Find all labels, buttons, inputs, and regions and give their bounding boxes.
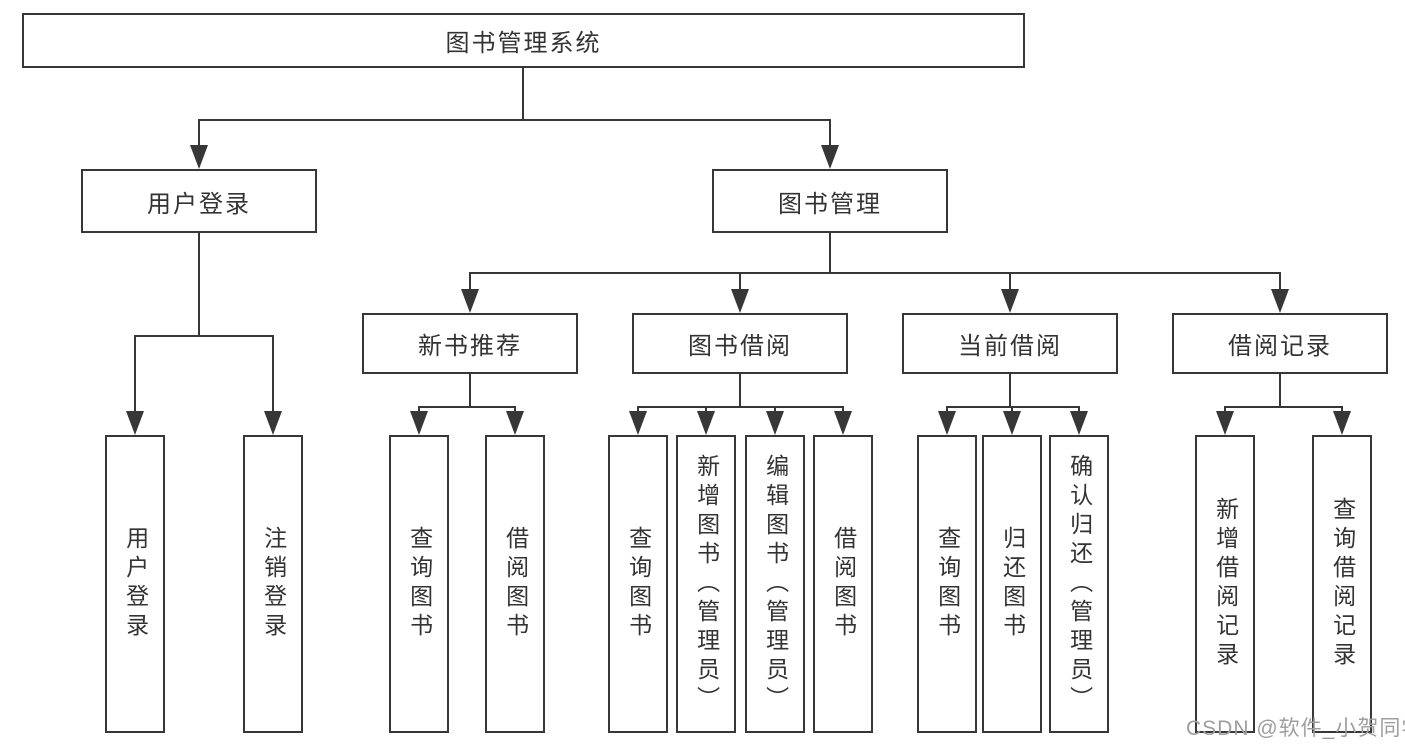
leaf-current-return-books: 归还图书	[982, 435, 1042, 733]
connector-user-login-horizontal	[134, 335, 274, 337]
connector-group-horizontal	[946, 406, 1080, 408]
leaf-label: 查询图书	[625, 526, 652, 642]
connector-group-horizontal	[418, 406, 516, 408]
leaf-borrowing-borrow-books: 借阅图书	[813, 435, 873, 733]
arrow-down-icon	[1333, 411, 1351, 435]
node-label: 新书推荐	[418, 333, 522, 360]
node-label: 图书管理系统	[445, 30, 602, 57]
arrow-down-icon	[506, 411, 524, 435]
node-book-borrowing: 图书借阅	[632, 313, 848, 374]
arrow-down-icon	[190, 145, 208, 169]
connector-stub	[705, 406, 707, 415]
leaf-label: 编辑图书（管理员）	[762, 453, 789, 715]
leaf-label: 查询图书	[406, 526, 433, 642]
node-label: 图书借阅	[688, 333, 792, 360]
connector-group-horizontal	[637, 406, 844, 408]
connector-stub	[1279, 374, 1281, 406]
connector-stub	[469, 374, 471, 406]
leaf-recommend-borrow-books: 借阅图书	[485, 435, 545, 733]
connector-root-vertical	[522, 68, 524, 119]
arrow-down-icon	[1271, 289, 1289, 313]
arrow-down-icon	[731, 289, 749, 313]
connector-stub	[134, 335, 136, 415]
connector-stub	[514, 406, 516, 415]
node-borrowing-records: 借阅记录	[1172, 313, 1388, 374]
arrow-down-icon	[264, 411, 282, 435]
leaf-label: 新增图书（管理员）	[693, 453, 720, 715]
leaf-label: 借阅图书	[502, 526, 529, 642]
arrow-down-icon	[1001, 289, 1019, 313]
connector-group-horizontal	[1224, 406, 1343, 408]
node-book-management: 图书管理	[712, 169, 948, 233]
connector-stub	[1011, 406, 1013, 415]
arrow-down-icon	[834, 411, 852, 435]
connector-user-login-vertical	[198, 233, 200, 335]
connector-stub	[469, 272, 471, 293]
leaf-records-query-borrow-record: 查询借阅记录	[1312, 435, 1372, 733]
connector-stub	[1009, 272, 1011, 293]
connector-stub	[1279, 272, 1281, 293]
connector-stub	[1341, 406, 1343, 415]
leaf-logout: 注销登录	[243, 435, 303, 733]
connector-stub	[637, 406, 639, 415]
node-user-login: 用户登录	[81, 169, 317, 233]
connector-stub	[829, 119, 831, 149]
arrow-down-icon	[1216, 411, 1234, 435]
leaf-records-add-borrow-record: 新增借阅记录	[1195, 435, 1255, 733]
leaf-current-query-books: 查询图书	[917, 435, 977, 733]
arrow-down-icon	[410, 411, 428, 435]
node-new-book-recommendation: 新书推荐	[362, 313, 578, 374]
node-label: 借阅记录	[1228, 333, 1332, 360]
arrow-down-icon	[1070, 411, 1088, 435]
arrow-down-icon	[1003, 411, 1021, 435]
leaf-label: 归还图书	[999, 526, 1026, 642]
leaf-borrowing-edit-books-admin: 编辑图书（管理员）	[745, 435, 805, 733]
node-current-borrowing: 当前借阅	[902, 313, 1118, 374]
arrow-down-icon	[461, 289, 479, 313]
connector-stub	[1078, 406, 1080, 415]
leaf-user-login: 用户登录	[105, 435, 165, 733]
connector-stub	[842, 406, 844, 415]
leaf-label: 确认归还（管理员）	[1066, 453, 1093, 715]
connector-stub	[739, 272, 741, 293]
node-label: 图书管理	[778, 190, 882, 218]
leaf-label: 查询借阅记录	[1329, 497, 1356, 671]
connector-level2-horizontal	[469, 272, 1281, 274]
connector-stub	[1009, 374, 1011, 406]
leaf-recommend-query-books: 查询图书	[389, 435, 449, 733]
leaf-current-confirm-return-admin: 确认归还（管理员）	[1049, 435, 1109, 733]
arrow-down-icon	[629, 411, 647, 435]
leaf-label: 注销登录	[260, 526, 287, 642]
arrow-down-icon	[938, 411, 956, 435]
connector-stub	[198, 119, 200, 149]
connector-stub	[739, 374, 741, 406]
connector-stub	[272, 335, 274, 415]
connector-level1-horizontal	[198, 119, 831, 121]
leaf-borrowing-query-books: 查询图书	[608, 435, 668, 733]
leaf-label: 查询图书	[934, 526, 961, 642]
node-label: 用户登录	[147, 190, 251, 218]
watermark: CSDN @软件_小贺同学	[1186, 717, 1405, 740]
leaf-label: 新增借阅记录	[1212, 497, 1239, 671]
arrow-down-icon	[126, 411, 144, 435]
arrow-down-icon	[697, 411, 715, 435]
leaf-label: 用户登录	[122, 526, 149, 642]
node-library-management-system: 图书管理系统	[22, 13, 1025, 68]
arrow-down-icon	[766, 411, 784, 435]
connector-stub	[774, 406, 776, 415]
arrow-down-icon	[821, 145, 839, 169]
leaf-borrowing-add-books-admin: 新增图书（管理员）	[676, 435, 736, 733]
connector-stub	[418, 406, 420, 415]
connector-stub	[946, 406, 948, 415]
node-label: 当前借阅	[958, 333, 1062, 360]
connector-book-mgmt-vertical	[829, 233, 831, 272]
connector-stub	[1224, 406, 1226, 415]
leaf-label: 借阅图书	[830, 526, 857, 642]
